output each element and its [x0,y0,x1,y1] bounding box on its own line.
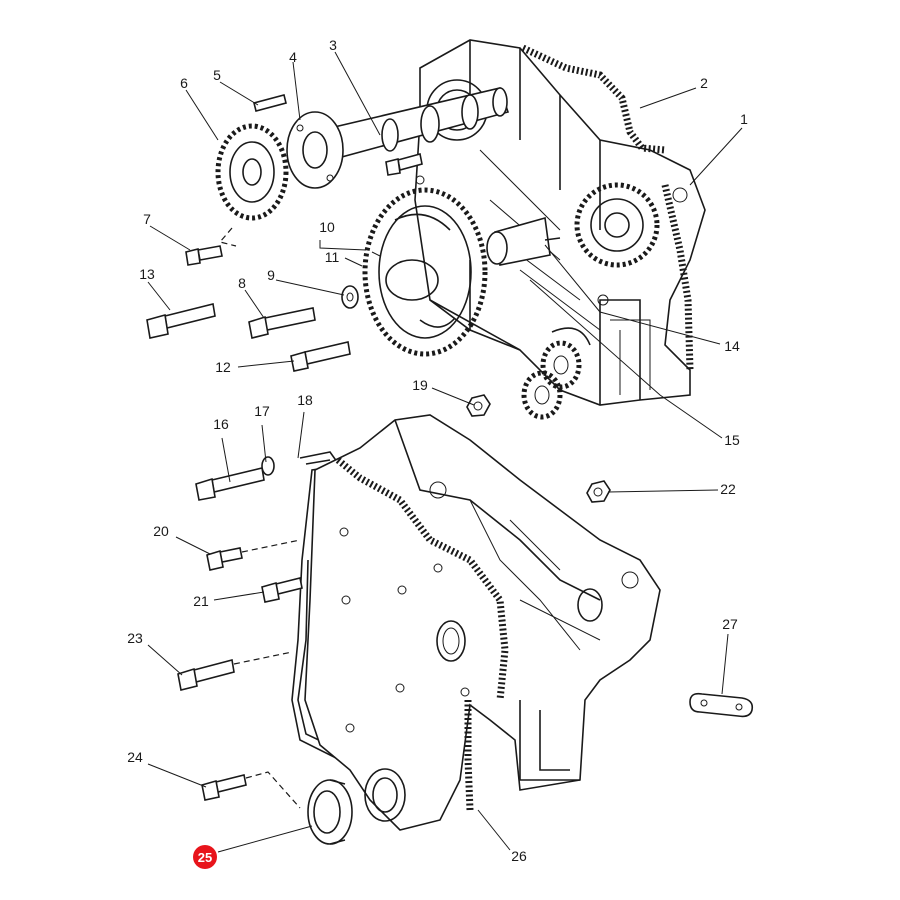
timing-case-gasket [521,44,694,371]
bolt-21 [261,577,303,603]
nut-19 [466,394,491,417]
callout-8: 8 [238,275,246,291]
callout-1: 1 [740,111,748,127]
bolt-3-camplate [385,153,423,176]
callout-19: 19 [412,377,428,393]
crankshaft-oil-seal [307,779,353,845]
callout-23: 23 [127,630,143,646]
callout-22: 22 [720,481,736,497]
callout-21: 21 [193,593,209,609]
callout-25-highlight [193,845,217,869]
callout-17: 17 [254,403,270,419]
callout-26: 26 [511,848,527,864]
callout-18: 18 [297,392,313,408]
bolt-8 [248,307,316,339]
callout-5: 5 [213,67,221,83]
callout-9: 9 [267,267,275,283]
callout-16: 16 [213,416,229,432]
idler-hub-spindle [486,216,561,266]
bolt-12 [290,341,351,372]
callout-27: 27 [722,616,738,632]
callout-12: 12 [215,359,231,375]
bolt-23 [177,651,293,691]
callout-10: 10 [319,219,335,235]
camshaft-gear [215,123,289,247]
fuel-pump-drive-gear [362,187,488,357]
bolt-7 [185,245,223,266]
callout-6: 6 [180,75,188,91]
washer [341,285,359,309]
callout-3: 3 [329,37,337,53]
callout-7: 7 [143,211,151,227]
callout-2: 2 [700,75,708,91]
callout-11: 11 [325,249,340,265]
bolt-16 [195,467,265,501]
callout-4: 4 [289,49,297,65]
dowel-pin [253,94,287,112]
callout-24: 24 [127,749,143,765]
bolt-24 [201,771,301,809]
callout-14: 14 [724,338,740,354]
callout-20: 20 [153,523,169,539]
timing-cover [304,414,661,831]
callout-13: 13 [139,266,155,282]
leader-lines [147,51,743,853]
bolt-20 [206,539,301,571]
nut-22 [586,480,611,503]
bolt-13 [146,303,216,339]
callout-25: 25 [198,850,212,865]
timing-case-housing [414,39,706,406]
callout-15: 15 [724,432,740,448]
washer-17 [261,456,275,476]
callout-labels: 1 2 3 4 5 6 7 8 9 10 11 12 13 14 15 16 1… [127,37,748,869]
idler-gear [574,182,660,268]
small-idler-gears [521,327,591,420]
bracket-27 [689,692,754,718]
camshaft-thrust-flange [286,111,344,189]
